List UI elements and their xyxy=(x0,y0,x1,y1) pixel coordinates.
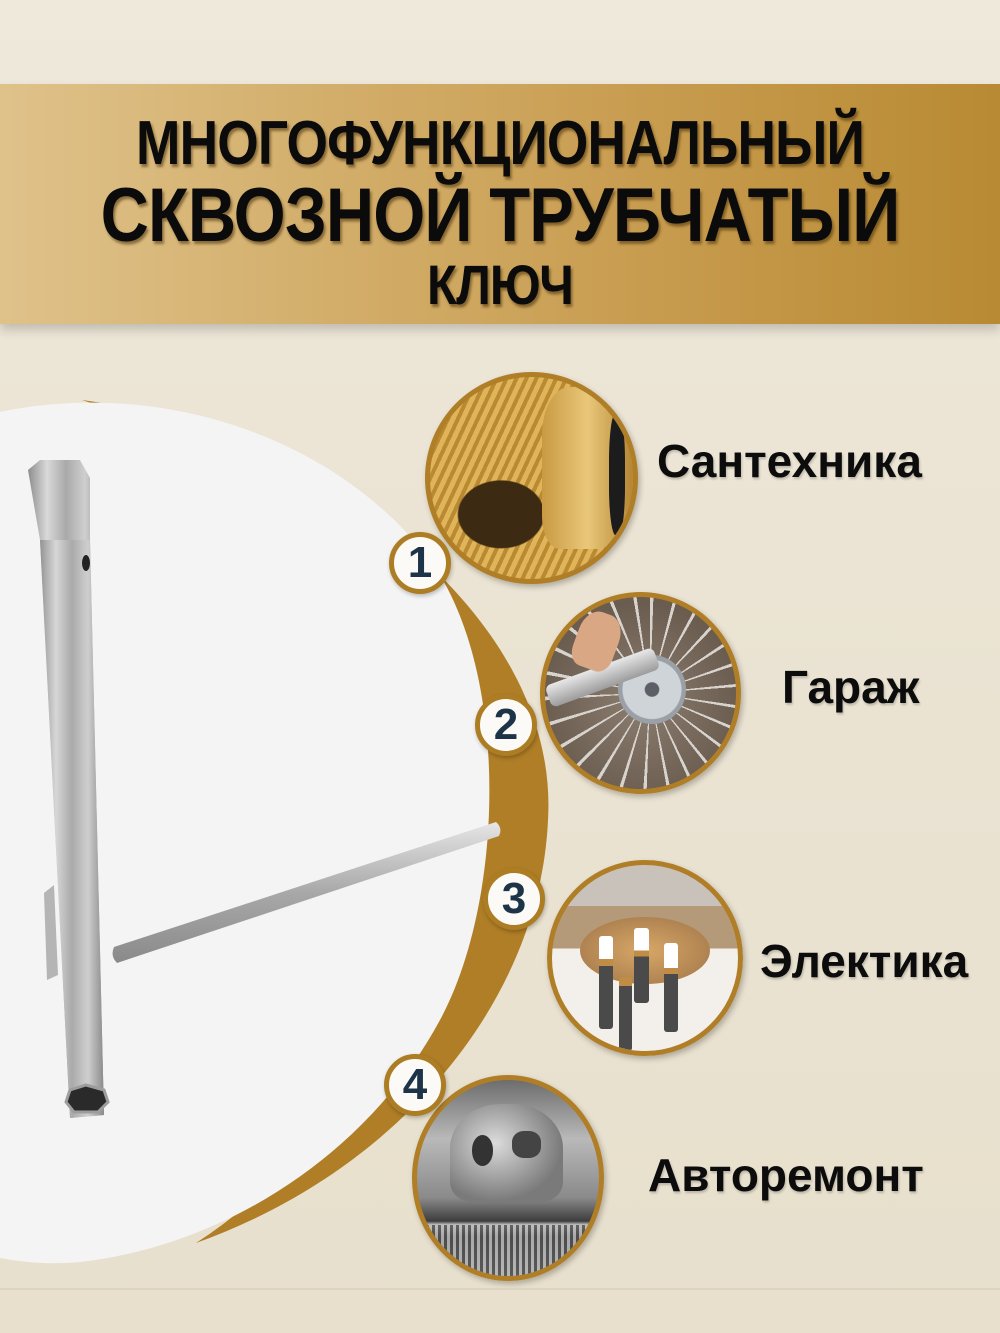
title-line-2: СКВОЗНОЙ ТРУБЧАТЫЙ xyxy=(100,173,901,258)
title-line-1: МНОГОФУНКЦИОНАЛЬНЫЙ xyxy=(136,109,865,178)
use-label-electrics: Электика xyxy=(760,935,969,987)
use-photo-4 xyxy=(412,1075,604,1281)
bottom-divider xyxy=(0,1288,1000,1290)
badge-3: 3 xyxy=(483,868,545,930)
wrench-icon xyxy=(28,460,501,1118)
badge-1: 1 xyxy=(389,532,451,594)
badge-2: 2 xyxy=(475,694,537,756)
use-label-auto-repair: Авторемонт xyxy=(648,1149,924,1201)
use-photo-2 xyxy=(540,592,741,794)
badge-4: 4 xyxy=(384,1054,446,1116)
use-label-plumbing: Сантехника xyxy=(657,435,922,487)
white-circle xyxy=(0,402,490,1264)
use-photo-3 xyxy=(547,860,743,1056)
use-photo-1 xyxy=(425,372,638,584)
use-label-garage: Гараж xyxy=(782,661,920,713)
title-line-3: КЛЮЧ xyxy=(427,253,574,316)
title-banner xyxy=(0,84,1000,324)
